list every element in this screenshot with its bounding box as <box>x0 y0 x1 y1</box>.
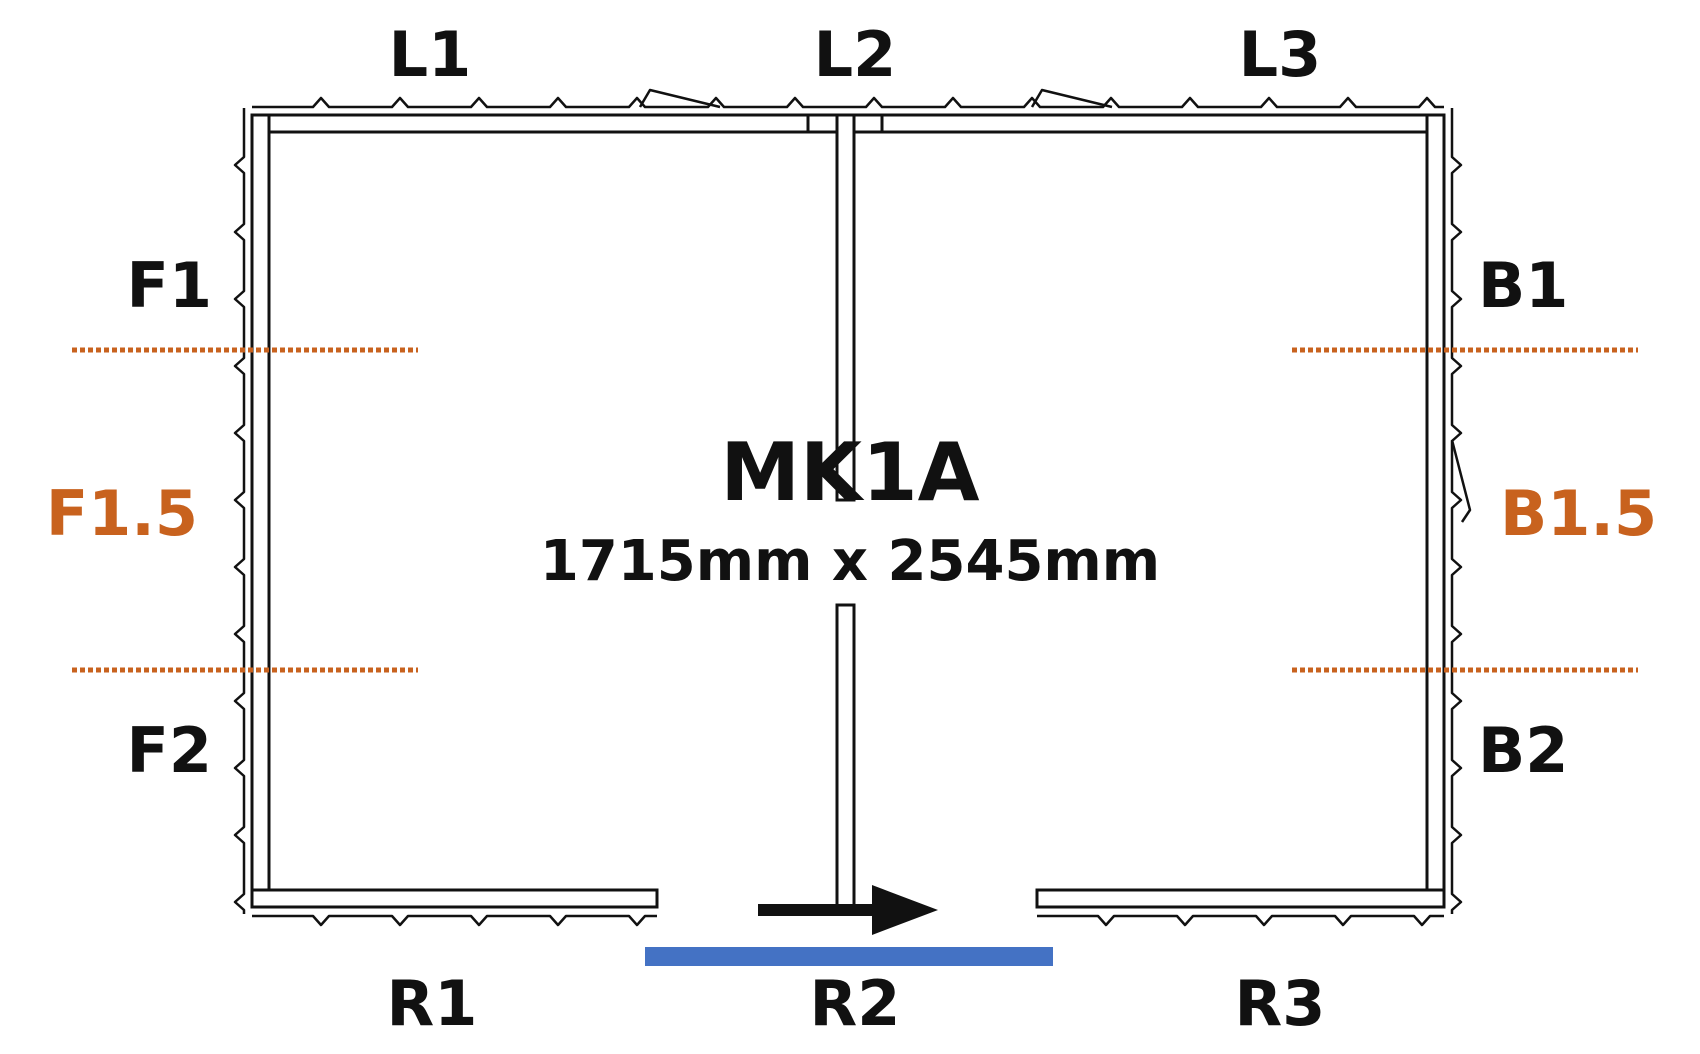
joint-flap-3 <box>1450 439 1472 523</box>
partition-wall-upper <box>835 113 856 502</box>
front-wall <box>250 113 271 909</box>
panel-label-f1-5: F1.5 <box>46 477 198 550</box>
front-cladding <box>233 108 246 914</box>
back-wall <box>1425 113 1446 909</box>
panel-label-b1-5: B1.5 <box>1500 477 1657 550</box>
cut-lines <box>72 347 1638 673</box>
right-wall-segment-1 <box>250 888 659 909</box>
model-dimensions: 1715mm x 2545mm <box>540 529 1160 594</box>
back-cladding <box>1450 108 1463 914</box>
direction-arrow-icon <box>758 885 938 935</box>
panel-label-r2: R2 <box>810 967 901 1040</box>
joint-flap-2 <box>1030 88 1113 109</box>
left-cladding <box>252 96 1444 109</box>
panel-label-b2: B2 <box>1478 714 1568 787</box>
panel-label-l2: L2 <box>814 18 897 91</box>
door-marker <box>645 947 1053 966</box>
building-walls <box>250 113 1446 909</box>
wall-cladding <box>233 88 1472 927</box>
right-cladding-1 <box>252 914 657 927</box>
panel-label-f1: F1 <box>127 249 213 322</box>
partition-wall-lower <box>835 603 856 909</box>
panel-label-r1: R1 <box>387 967 478 1040</box>
panel-label-l3: L3 <box>1239 18 1322 91</box>
panel-label-f2: F2 <box>127 714 213 787</box>
right-wall-segment-3 <box>1035 888 1446 909</box>
model-title: MK1A <box>720 426 979 519</box>
right-cladding-3 <box>1037 914 1444 927</box>
panel-label-b1: B1 <box>1478 249 1568 322</box>
panel-label-l1: L1 <box>389 18 472 91</box>
panel-label-r3: R3 <box>1235 967 1326 1040</box>
joint-flap-1 <box>638 88 721 109</box>
